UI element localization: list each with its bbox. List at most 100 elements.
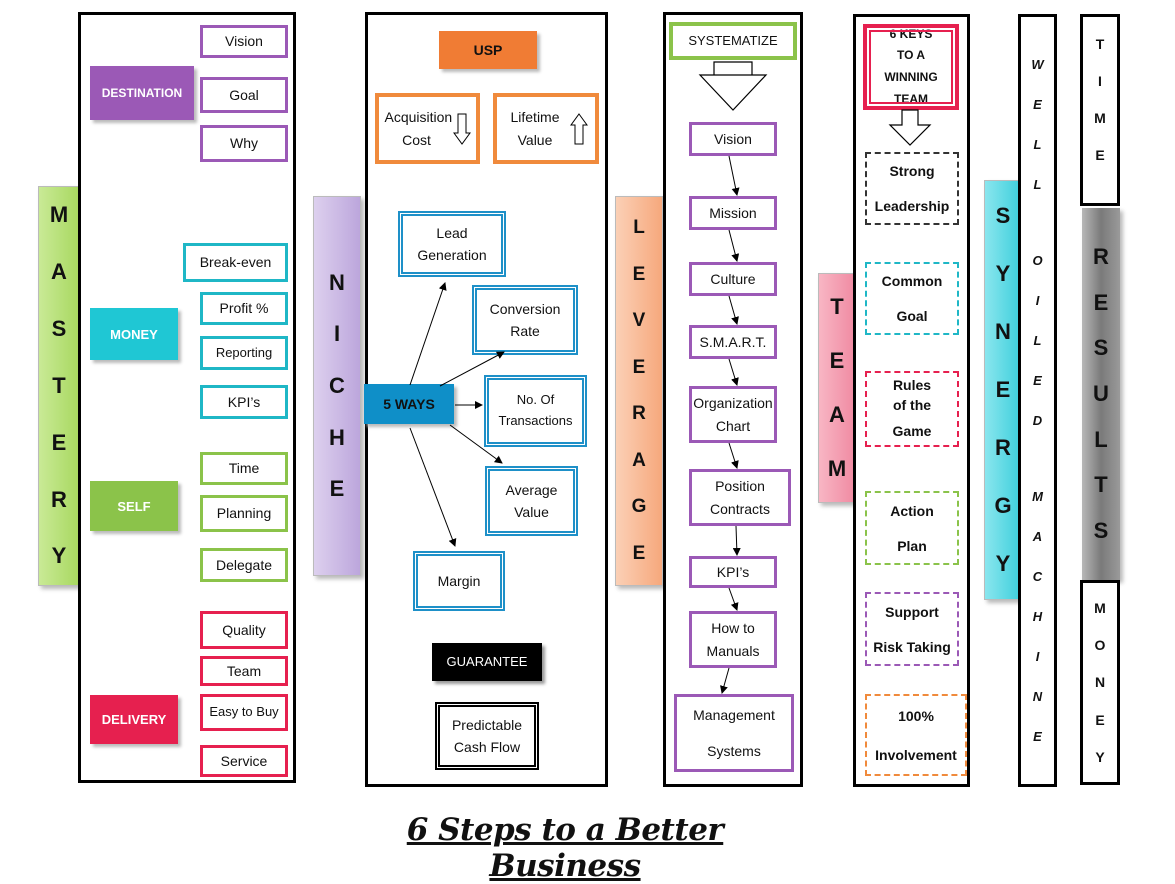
five-ways-box: 5 WAYS: [364, 384, 454, 424]
money-letters-letter: Y: [1095, 749, 1105, 766]
well-oiled-machine-letter: L: [1033, 177, 1042, 192]
delegate-box: Delegate: [200, 548, 288, 582]
systematize-box: SYSTEMATIZE: [669, 22, 797, 60]
time-panel: T I M E: [1080, 14, 1120, 206]
money-letters-letter: M: [1094, 599, 1106, 616]
time-letters-letter: M: [1094, 109, 1106, 126]
leverage-step-box: KPI’s: [689, 556, 777, 588]
leverage-letters-letter: A: [632, 449, 646, 471]
results-letters-letter: U: [1093, 380, 1109, 406]
leverage-step-box: Culture: [689, 262, 777, 296]
leverage-step-arrow: [728, 442, 739, 469]
team-letters-letter: A: [829, 402, 845, 427]
team-key-top: 100%: [898, 707, 934, 724]
transactions-box: No. Of Transactions: [484, 375, 587, 447]
leverage-letters-letter: L: [633, 217, 645, 239]
time-letters-letter: I: [1098, 72, 1102, 89]
results-letters-letter: S: [1093, 335, 1109, 361]
usp-box: USP: [439, 31, 537, 69]
leverage-step-box: Management Systems: [674, 694, 794, 772]
team-key-box: 100% Involvement: [865, 694, 967, 776]
service-box: Service: [200, 745, 288, 777]
synergy-letters-letter: E: [995, 377, 1011, 402]
acquisition-cost-text: Acquisition Cost: [384, 109, 453, 148]
team-key-bottom: Leadership: [874, 197, 950, 214]
team-key-top: Support: [885, 603, 939, 620]
acquisition-cost-box: Acquisition Cost: [375, 93, 480, 164]
leverage-letters-letter: R: [632, 403, 646, 425]
leverage-step-box: How to Manuals: [689, 611, 777, 668]
time-letters-letter: E: [1095, 146, 1105, 163]
arrow-to-average-value: [449, 424, 503, 464]
mastery-letters-letter: M: [49, 202, 69, 228]
synergy-letters-letter: S: [995, 203, 1011, 228]
mastery-letters-letter: E: [51, 429, 67, 455]
leverage-step-box: Mission: [689, 196, 777, 230]
leverage-step-arrow: [728, 587, 739, 611]
leverage-step-arrow: [720, 667, 730, 694]
time-box: Time: [200, 452, 288, 485]
well-oiled-machine-letter: E: [1033, 729, 1042, 744]
margin-box: Margin: [413, 551, 505, 611]
team-letters-letter: E: [829, 348, 845, 373]
niche-letters-letter: H: [329, 424, 345, 450]
predictable-cash-flow-box: Predictable Cash Flow: [435, 702, 539, 770]
well-oiled-machine-letter: L: [1033, 333, 1042, 348]
well-oiled-machine-letter: C: [1032, 569, 1043, 584]
five-ways-arrows: [409, 282, 505, 547]
leverage-letters-letter: E: [632, 356, 646, 378]
results-letters-letter: E: [1093, 289, 1109, 315]
arrow-to-conversion-rate: [439, 351, 505, 387]
team-letters-letter: M: [827, 456, 847, 481]
why-box: Why: [200, 125, 288, 162]
systematize-down-arrow-icon: [698, 61, 768, 111]
well-oiled-machine-letter: M: [1032, 489, 1043, 504]
team-key-bottom: Game: [892, 423, 932, 440]
guarantee-box: GUARANTEE: [432, 643, 542, 681]
niche-letters-letter: I: [333, 321, 341, 347]
team-key-top: Action: [890, 502, 934, 519]
well-oiled-machine-letter: O: [1032, 253, 1043, 268]
lifetime-value-box: Lifetime Value: [493, 93, 599, 164]
well-oiled-machine-letter: L: [1033, 137, 1042, 152]
vision-box: Vision: [200, 25, 288, 58]
well-oiled-machine-letter: N: [1032, 689, 1043, 704]
page-title: 6 Steps to a Better Business: [406, 812, 724, 884]
leverage-step-arrow: [728, 155, 740, 196]
arrow-to-lead-generation: [409, 282, 447, 386]
up-arrow-icon: [570, 112, 588, 144]
average-value-box: Average Value: [485, 466, 578, 536]
leverage-step-box: Organization Chart: [689, 386, 777, 443]
team-key-bottom: Risk Taking: [873, 638, 951, 655]
leverage-step-arrow: [728, 358, 739, 386]
team-key-bottom: Involvement: [875, 746, 957, 763]
time-letters-letter: T: [1095, 35, 1105, 52]
mastery-letters-letter: A: [51, 259, 67, 285]
leverage-step-arrow: [728, 295, 739, 325]
money-letters-letter: O: [1094, 637, 1106, 654]
lifetime-value-text: Lifetime Value: [510, 109, 560, 148]
mastery-letters-letter: Y: [51, 543, 67, 569]
team-keys-header: 6 KEYS TO A WINNING TEAM: [863, 24, 959, 110]
synergy-letters-letter: N: [995, 319, 1011, 344]
synergy-letters-letter: Y: [995, 551, 1011, 576]
leverage-letters-letter: E: [632, 263, 646, 285]
team-key-top: Strong: [889, 163, 935, 180]
arrow-to-margin: [409, 427, 457, 547]
team-key-bottom: Goal: [896, 307, 928, 324]
well-oiled-machine-letter: E: [1033, 373, 1042, 388]
destination-label: DESTINATION: [90, 66, 194, 120]
leverage-letters-letter: V: [632, 310, 646, 332]
well-oiled-machine-letter: H: [1032, 609, 1043, 624]
